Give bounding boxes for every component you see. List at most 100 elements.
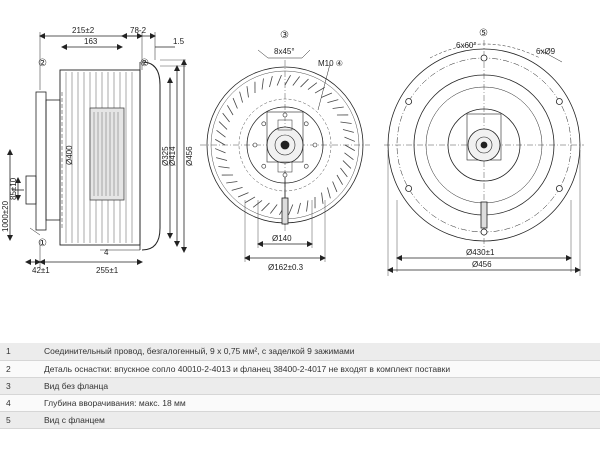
callout-2-left: ② bbox=[38, 58, 47, 69]
blade-tick bbox=[276, 74, 282, 86]
dim-85-label: 85±10 bbox=[9, 177, 18, 200]
bolt-hole bbox=[252, 142, 258, 148]
note-number: 4 bbox=[0, 394, 40, 412]
blade-tick bbox=[292, 76, 300, 86]
note-number: 1 bbox=[0, 343, 40, 361]
pattern-6x9-label: 6xØ9 bbox=[536, 47, 556, 56]
flange-view bbox=[384, 40, 584, 276]
bolt-hole bbox=[261, 163, 267, 169]
front-view-labels: ③ 8x45° M10 ④ Ø140 Ø162±0.3 bbox=[268, 30, 343, 272]
dim-430-label: Ø430±1 bbox=[466, 248, 495, 257]
blade-tick bbox=[218, 166, 230, 169]
front-view bbox=[200, 49, 370, 262]
blade-tick bbox=[232, 97, 238, 109]
side-view-labels: 215±2 163 78-2 1.5 Ø400 Ø325 Ø414 Ø456 4… bbox=[1, 26, 194, 275]
dim-78-label: 78-2 bbox=[130, 26, 147, 35]
dim-140-label: Ø140 bbox=[272, 234, 292, 243]
technical-drawing: 215±2 163 78-2 1.5 Ø400 Ø325 Ø414 Ø456 4… bbox=[1, 26, 584, 276]
note-number: 2 bbox=[0, 360, 40, 378]
blade-tick bbox=[336, 174, 343, 185]
blade-tick bbox=[252, 200, 263, 208]
blade-tick bbox=[215, 139, 226, 146]
mounting-hole bbox=[555, 185, 563, 192]
blade-tick bbox=[307, 82, 318, 90]
blade-tick bbox=[245, 196, 256, 203]
motor-plate bbox=[35, 91, 47, 231]
bolt-hole bbox=[312, 142, 318, 148]
motor-flange-circle bbox=[447, 108, 521, 182]
bolt-hole bbox=[261, 121, 267, 127]
blade-tick bbox=[306, 200, 309, 212]
callout-5: ⑤ bbox=[479, 28, 488, 39]
blade-tick bbox=[246, 86, 249, 98]
dim-d400-label: Ø400 bbox=[65, 145, 74, 165]
cable-gland bbox=[25, 175, 37, 205]
side-view bbox=[7, 32, 187, 268]
dim-42-label: 42±1 bbox=[32, 266, 50, 275]
note-text: Вид с фланцем bbox=[40, 411, 600, 429]
blade-tick bbox=[300, 78, 309, 88]
dim-456-label: Ø456 bbox=[472, 260, 492, 269]
blade-tick bbox=[344, 144, 355, 151]
callout-2-right: ② bbox=[140, 58, 149, 69]
motor-rotor bbox=[89, 107, 125, 201]
mounting-hole bbox=[555, 98, 563, 105]
blade-tick bbox=[216, 130, 226, 138]
bolt-hole bbox=[282, 172, 288, 178]
dim-d456-label: Ø456 bbox=[185, 146, 194, 166]
blade-tick bbox=[342, 129, 354, 133]
blade-tick bbox=[284, 75, 291, 86]
pattern-6x60-label: 6x60° bbox=[456, 41, 477, 50]
blade-tick bbox=[344, 152, 354, 160]
dim-162-label: Ø162±0.3 bbox=[268, 263, 304, 272]
callout-1: ① bbox=[38, 238, 47, 249]
callout-3: ③ bbox=[280, 30, 289, 41]
blade-tick bbox=[344, 136, 356, 142]
blade-tick bbox=[321, 92, 333, 98]
blade-tick bbox=[227, 105, 234, 116]
note-text: Соединительный провод, безгалогенный, 9 … bbox=[40, 343, 600, 361]
blade-tick bbox=[214, 148, 226, 154]
blade-tick bbox=[340, 167, 348, 178]
blade-tick bbox=[216, 157, 228, 161]
bolt-hole bbox=[282, 112, 288, 118]
blade-tick bbox=[342, 160, 352, 169]
dim-4-label: 4 bbox=[104, 248, 109, 257]
blade-tick bbox=[270, 204, 278, 214]
blade-tick bbox=[327, 99, 339, 103]
note-text: Деталь оснастки: впускное сопло 40010-2-… bbox=[40, 360, 600, 378]
bolt-hole bbox=[303, 121, 309, 127]
blade-tick bbox=[321, 192, 324, 204]
blade-tick bbox=[222, 112, 230, 123]
dim-cable-label: 1000±20 bbox=[1, 200, 10, 232]
dim-255-label: 255±1 bbox=[96, 266, 119, 275]
thread-label: M10 ④ bbox=[318, 59, 343, 68]
note-number: 3 bbox=[0, 377, 40, 395]
flange-outer-circle bbox=[387, 48, 581, 242]
blade-tick bbox=[261, 78, 264, 90]
blade-tick bbox=[237, 192, 249, 198]
blade-tick bbox=[332, 181, 338, 193]
blade-tick bbox=[269, 76, 273, 88]
blade-tick bbox=[327, 187, 331, 199]
note-text: Вид без фланца bbox=[40, 377, 600, 395]
cable bbox=[480, 201, 488, 229]
blade-tick bbox=[231, 187, 243, 191]
dim-215-label: 215±2 bbox=[72, 26, 95, 35]
dim-d414-label: Ø414 bbox=[168, 146, 177, 166]
blade-tick bbox=[332, 106, 344, 109]
blade-tick bbox=[297, 202, 301, 214]
mounting-hole bbox=[405, 185, 413, 192]
note-number: 5 bbox=[0, 411, 40, 429]
dim-d325-label: Ø325 bbox=[161, 146, 170, 166]
flange-view-labels: ⑤ 6x60° 6xØ9 Ø430±1 Ø456 bbox=[456, 28, 556, 269]
mounting-hole bbox=[405, 98, 413, 105]
mounting-hole bbox=[480, 54, 488, 62]
blade-tick bbox=[340, 121, 352, 124]
